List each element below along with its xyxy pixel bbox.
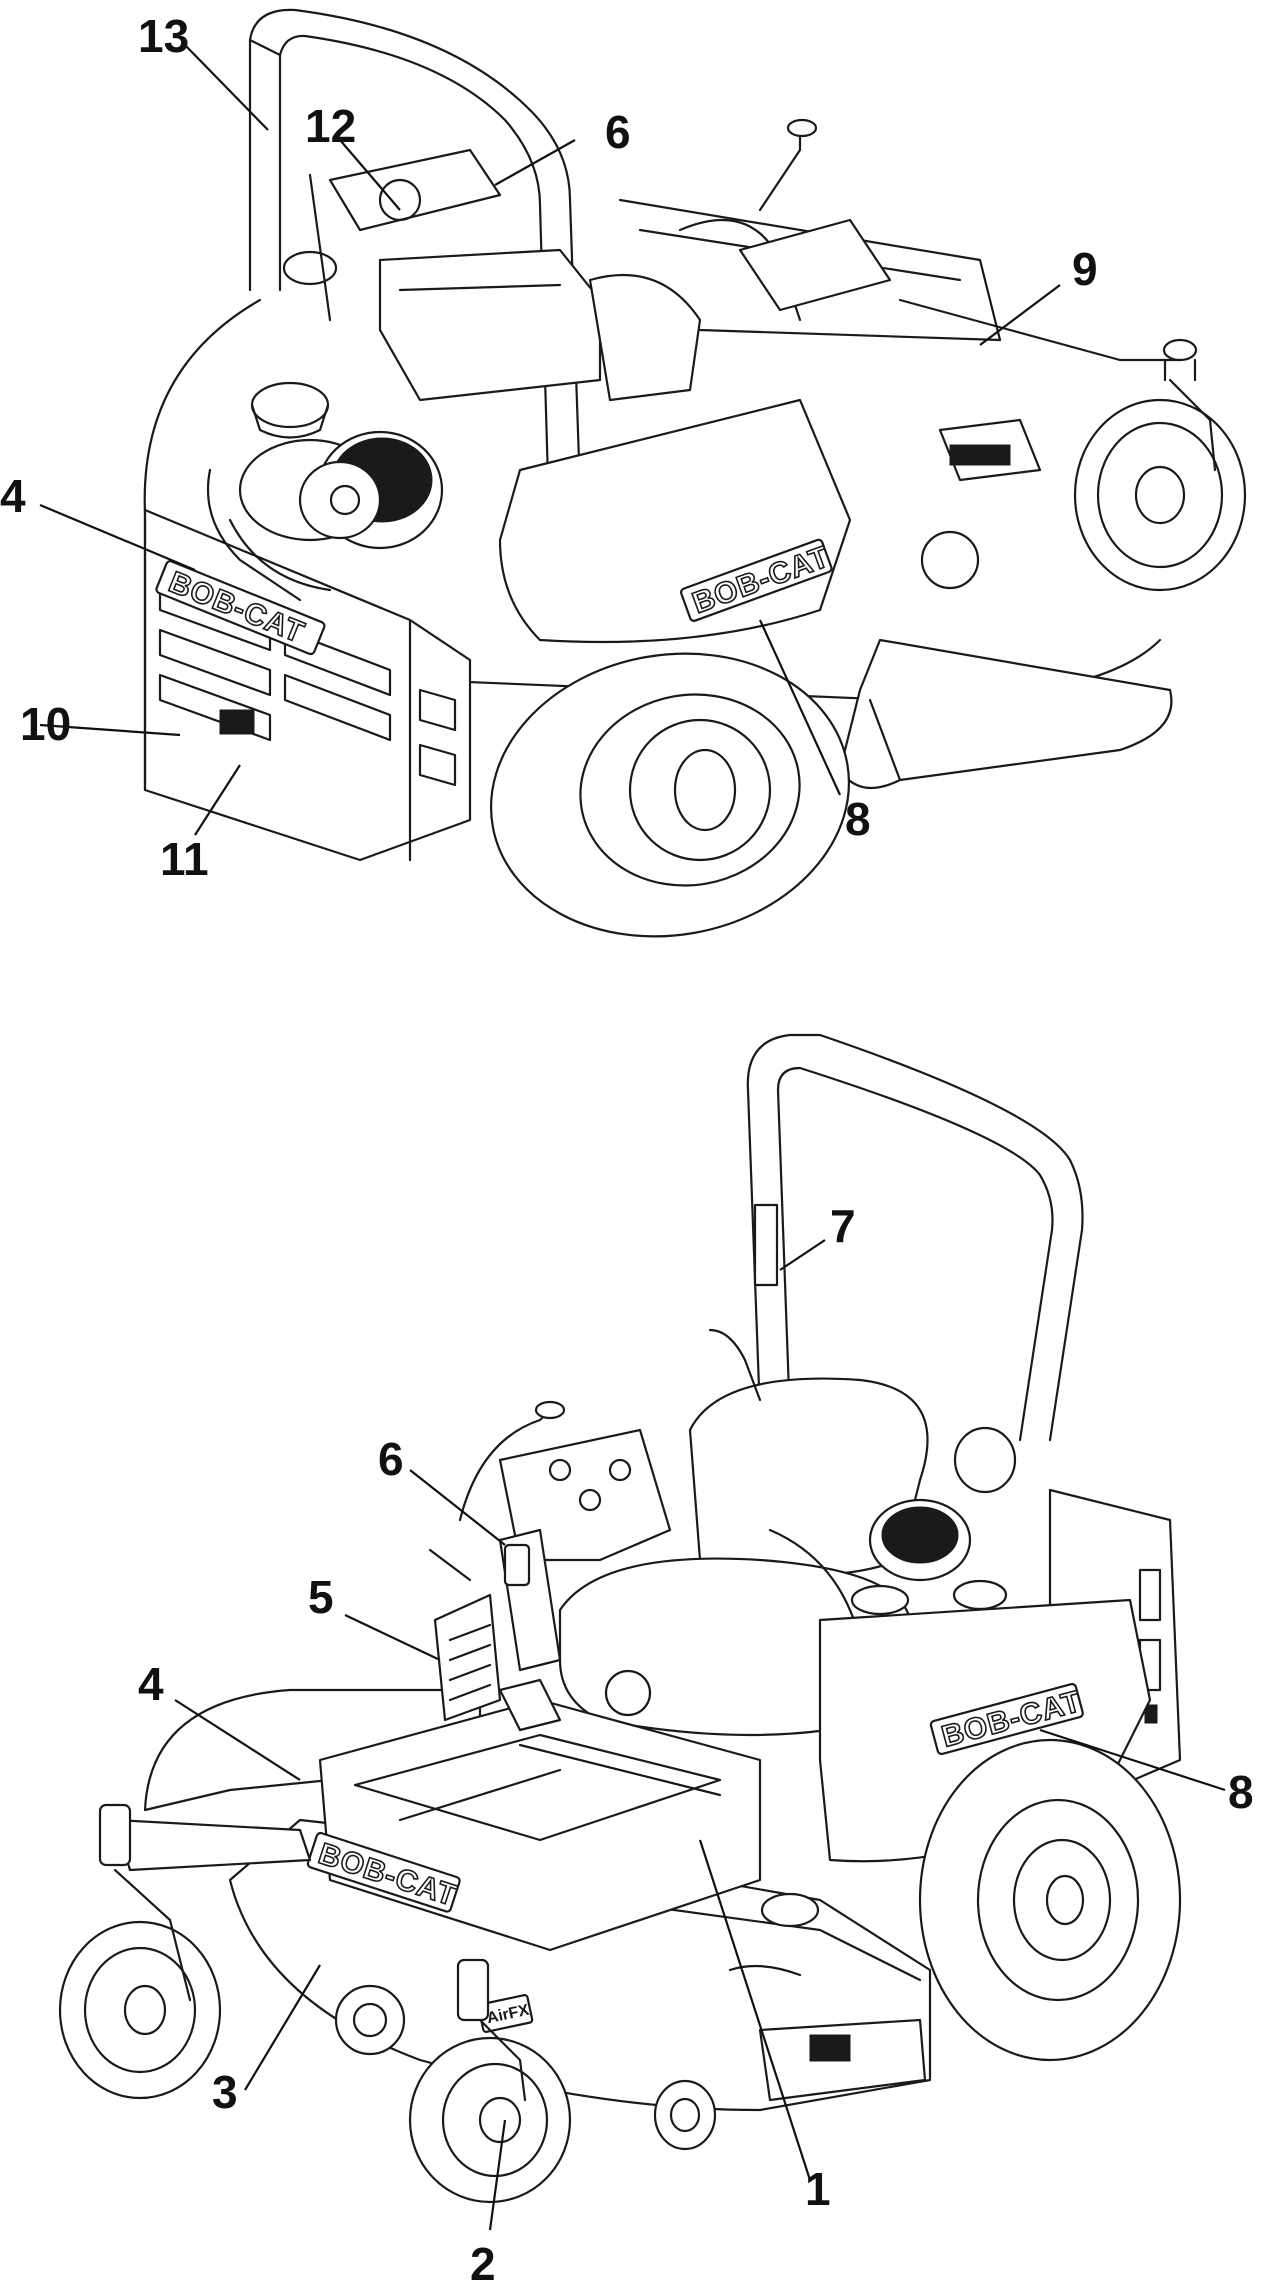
rear-frame-linkage (618, 118, 1198, 590)
front-view: BOB-CAT BOB-CAT (58, 1033, 1254, 2290)
rear-caster-wheel (1073, 378, 1247, 592)
rear-seat-area (308, 148, 802, 402)
callout-8-rear: 8 (845, 793, 871, 845)
front-drive-tire (918, 1738, 1182, 2062)
callout-4-rear: 4 (0, 470, 26, 522)
rear-engine (206, 430, 444, 602)
front-leader-lines (174, 1239, 1226, 2231)
callout-8-front: 8 (1228, 1766, 1254, 1818)
rear-callouts: 13 12 6 9 4 10 11 8 (0, 10, 1098, 885)
callout-6-front: 6 (378, 1433, 404, 1485)
rear-discharge-chute (838, 638, 1173, 790)
callout-3: 3 (212, 2066, 238, 2118)
callout-1: 1 (805, 2163, 831, 2215)
front-control-panel (458, 1400, 672, 1672)
rear-view: BOB-CAT (0, 8, 1247, 938)
callout-5: 5 (308, 1571, 334, 1623)
rear-rollbar (248, 8, 582, 492)
callout-7: 7 (830, 1200, 856, 1252)
callout-11: 11 (160, 833, 209, 885)
front-left-caster (58, 1803, 312, 2100)
rear-engine-frame (143, 508, 472, 862)
callout-12: 12 (305, 100, 356, 152)
front-callouts: 7 6 5 4 8 3 1 2 (138, 1200, 1254, 2290)
callout-2: 2 (470, 2238, 496, 2290)
rear-drive-tire (489, 652, 851, 938)
rear-fuel-tank (498, 398, 852, 644)
front-height-gauge (428, 1548, 502, 1722)
rear-leader-lines (39, 44, 1061, 836)
callout-6-rear: 6 (605, 106, 631, 158)
callout-13: 13 (138, 10, 189, 62)
front-rollbar (746, 1033, 1084, 1442)
callout-9: 9 (1072, 243, 1098, 295)
front-deck-decal: AirFX (477, 1994, 534, 2033)
callout-10: 10 (20, 698, 71, 750)
callout-4-front: 4 (138, 1658, 164, 1710)
front-center-casters (334, 1958, 717, 2204)
